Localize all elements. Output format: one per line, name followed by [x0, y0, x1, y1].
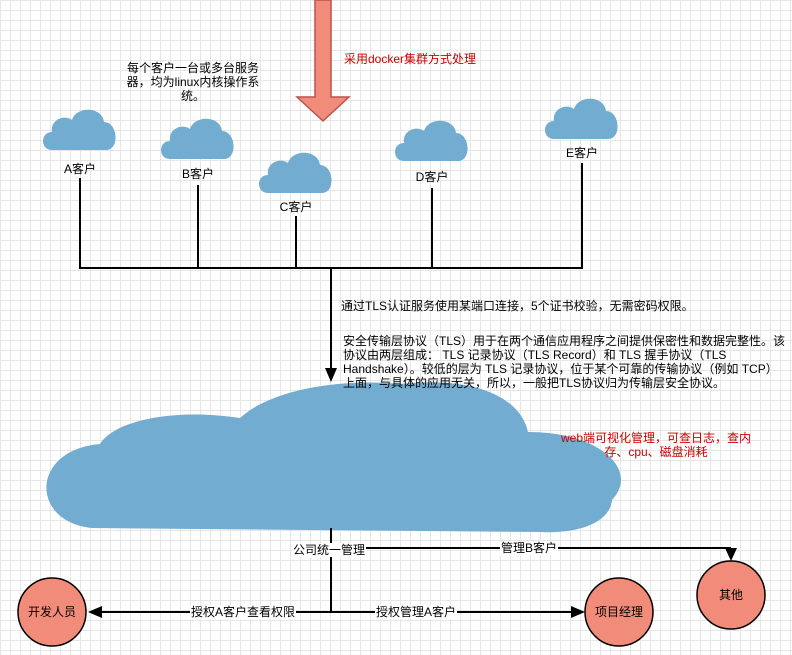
developer-arrowhead — [88, 606, 102, 618]
client-d-label: D客户 — [415, 170, 449, 184]
cloud-icon-client-d — [395, 120, 468, 161]
manage-b-client-label: 管理B客户 — [500, 541, 559, 555]
grant-a-manage-label: 授权管理A客户 — [375, 605, 458, 619]
client-connector-lines — [79, 163, 583, 368]
unified-management-label: 公司统一管理 — [292, 543, 367, 557]
developer-label: 开发人员 — [27, 605, 76, 619]
cloud-icon-client-a — [43, 109, 116, 150]
client-a-label: A客户 — [63, 162, 97, 176]
developer-node — [17, 577, 87, 647]
client-c-label: C客户 — [279, 200, 313, 214]
others-label: 其他 — [718, 588, 743, 602]
pm-arrowhead — [571, 606, 585, 618]
tls-auth-note: 通过TLS认证服务使用某端口连接，5个证书校验，无需密码权限。 — [341, 299, 694, 313]
downlink-arrowhead — [325, 368, 337, 382]
big-down-arrow — [295, 0, 351, 123]
central-cloud-icon — [46, 382, 621, 533]
cloud-icon-client-e — [545, 98, 618, 139]
docker-note: 采用docker集群方式处理 — [344, 52, 477, 66]
tls-description: 安全传输层协议（TLS）用于在两个通信应用程序之间提供保密性和数据完整性。该协议… — [343, 334, 786, 390]
project-manager-label: 项目经理 — [595, 605, 644, 619]
others-arrowhead — [725, 548, 737, 561]
cloud-icon-client-c — [259, 152, 332, 193]
grant-a-view-label: 授权A客户查看权限 — [190, 605, 297, 619]
project-manager-node — [584, 577, 654, 647]
web-management-note: web端可视化管理，可查日志，查内存、cpu、磁盘消耗 — [560, 431, 751, 459]
cloud-icon-client-b — [161, 118, 234, 159]
others-node — [696, 560, 766, 630]
clients-note: 每个客户一台或多台服务器，均为linux内核操作系统。 — [126, 61, 260, 103]
client-b-label: B客户 — [181, 167, 215, 181]
client-e-label: E客户 — [565, 146, 599, 160]
